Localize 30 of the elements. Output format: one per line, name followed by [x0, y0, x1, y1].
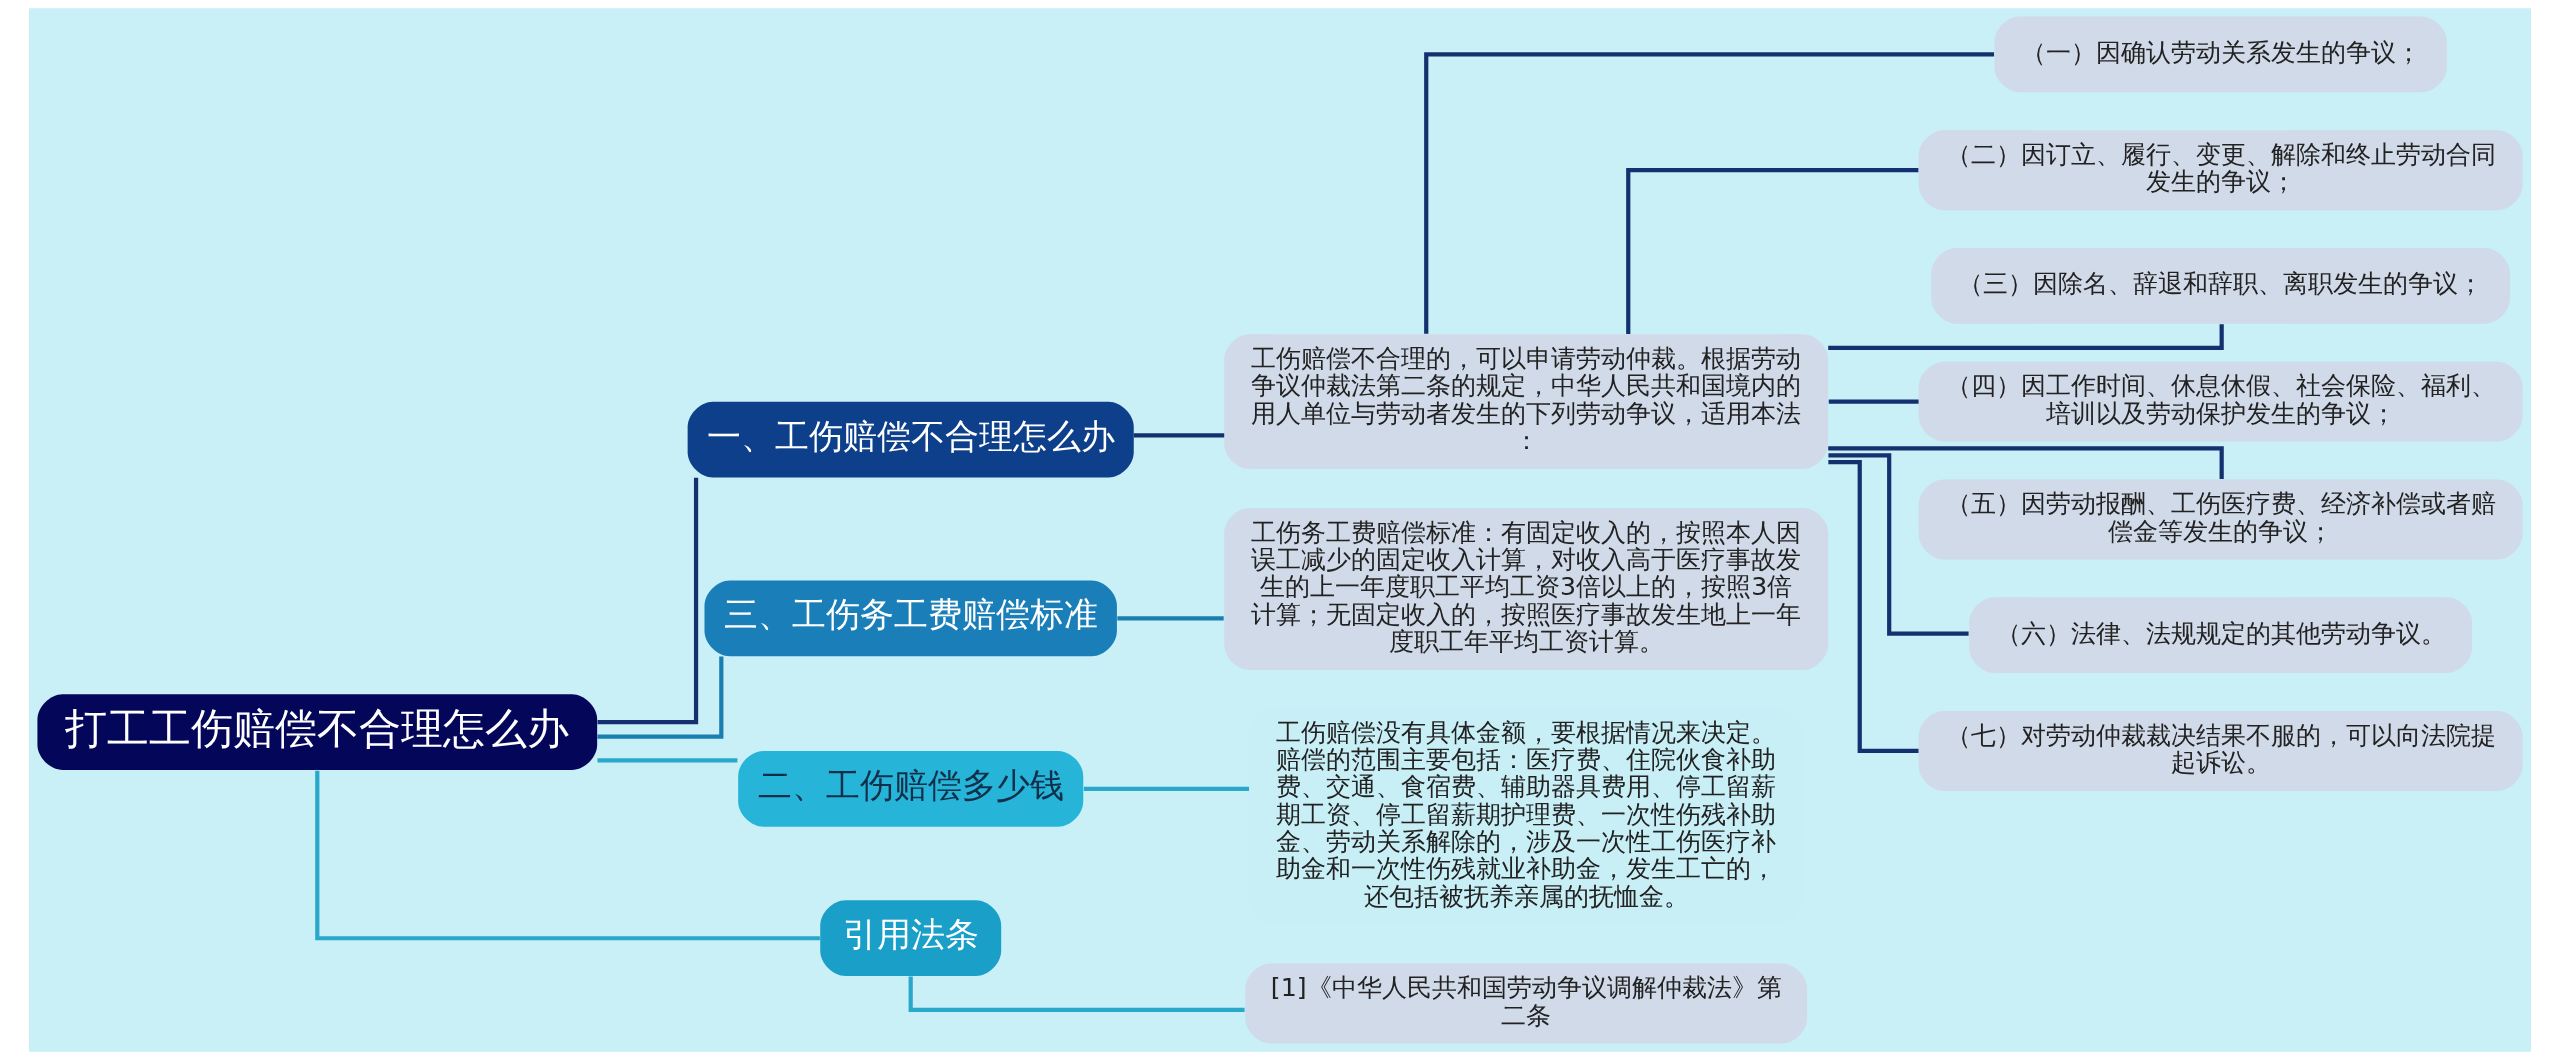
connector: [1133, 433, 1225, 438]
node-box: （七）对劳动仲裁裁决结果不服的，可以向法院提起诉讼。: [1918, 710, 2523, 791]
connector: [597, 758, 738, 763]
node-box: 工伤务工费赔偿标准：有固定收入的，按照本人因误工减少的固定收入计算，对收入高于医疗事故发生的上一年度职工平均工资3倍以上的，按照3倍计算；无固定收入的，按照医疗事故发生地上一年度职工年平均工资计算。: [1224, 507, 1829, 670]
node-box: [1]《中华人民共和国劳动争议调解仲裁法》第二条: [1245, 963, 1808, 1044]
node-text: 工伤赔偿没有具体金额，要根据情况来决定。赔偿的范围主要包括：医疗费、住院伙食补助费、交通、食宿费、辅助器具费用、停工留薪期工资、停工留薪期护理费、一次性伤残补助金、劳动关系解除的，涉及一次性工伤医疗补助金和一次性伤残就业补助金，发生工亡的，还包括被抚养亲属的抚恤金。: [1276, 717, 1777, 911]
connector: [1083, 786, 1249, 791]
connector: [1117, 616, 1224, 621]
connector: [597, 656, 724, 739]
node-box: 打工工伤赔偿不合理怎么办: [37, 694, 598, 770]
node-box: （六）法律、法规规定的其他劳动争议。: [1969, 597, 2473, 674]
connector: [1828, 399, 1919, 404]
connector: [597, 477, 699, 725]
node-box: （五）因劳动报酬、工伤医疗费、经济补偿或者赔偿金等发生的争议；: [1918, 479, 2523, 560]
connector: [1828, 460, 1919, 754]
node-box: （二）因订立、履行、变更、解除和终止劳动合同发生的争议；: [1918, 130, 2523, 211]
node-box: 三、工伤务工费赔偿标准: [704, 580, 1117, 657]
connector: [1828, 324, 2224, 351]
connector: [315, 770, 820, 941]
node-box: 一、工伤赔偿不合理怎么办: [687, 401, 1134, 478]
connector: [1626, 168, 1919, 335]
node-box: （四）因工作时间、休息休假、社会保险、福利、培训以及劳动保护发生的争议；: [1918, 361, 2523, 442]
connector: [1828, 453, 1969, 636]
node-box: 二、工伤赔偿多少钱: [738, 750, 1084, 827]
node-box: （三）因除名、辞退和辞职、离职发生的争议；: [1931, 248, 2510, 324]
node-box: 引用法条: [820, 900, 1002, 977]
connector: [1828, 446, 2224, 479]
node-box: （一）因确认劳动关系发生的争议；: [1994, 16, 2447, 93]
connector: [1424, 52, 1995, 334]
node-box: 工伤赔偿不合理的，可以申请劳动仲裁。根据劳动争议仲裁法第二条的规定，中华人民共和国境内的用人单位与劳动者发生的下列劳动争议，适用本法：: [1224, 334, 1829, 469]
